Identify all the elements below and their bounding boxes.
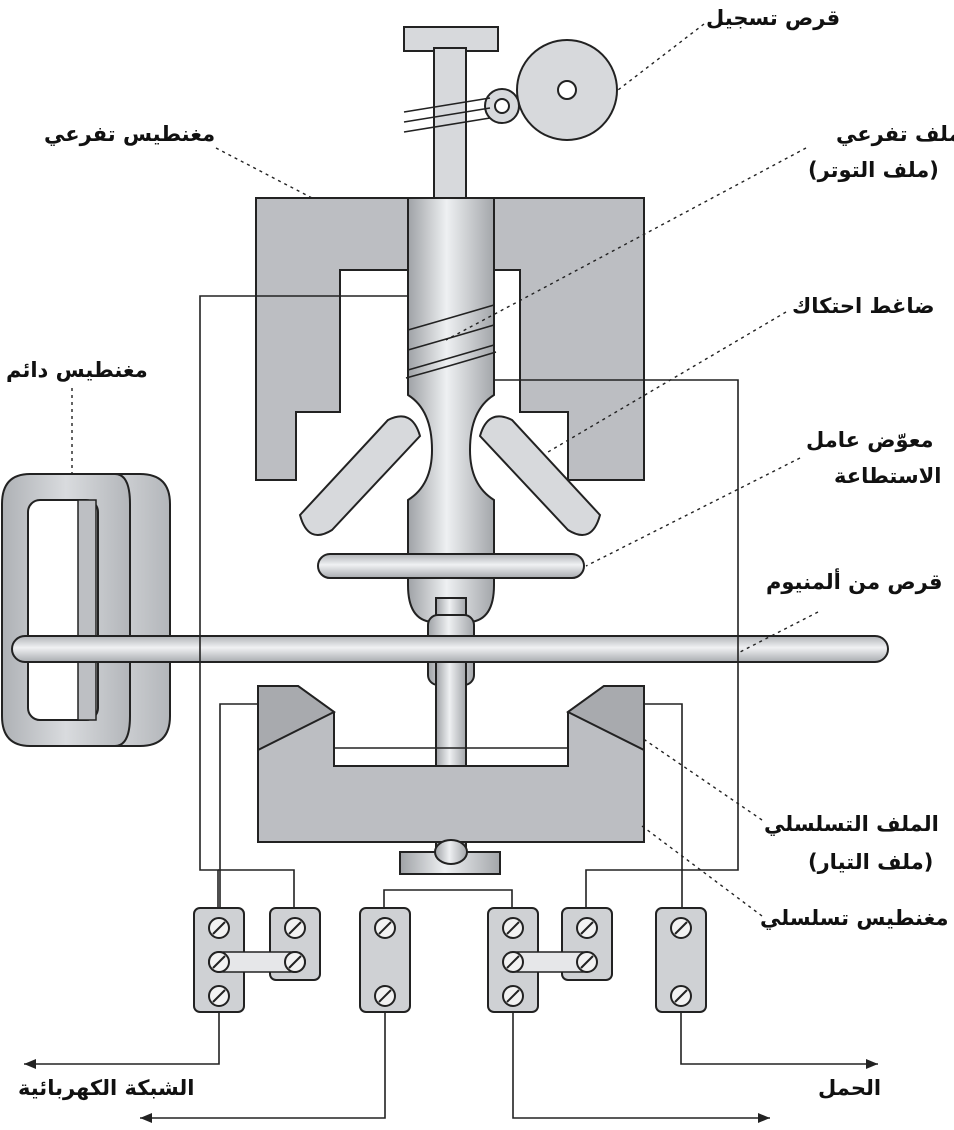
power-factor-compensator (317, 553, 585, 579)
label-series-magnet: مغنطيس تسلسلي (760, 906, 949, 930)
shunt-coil (405, 304, 497, 379)
label-permanent-magnet: مغنطيس دائم (6, 358, 148, 382)
label-current-coil: (ملف التيار) (808, 850, 934, 874)
shunt-magnet (255, 197, 645, 481)
grid-leads (24, 1012, 386, 1123)
permanent-magnet (1, 473, 171, 747)
label-shunt-coil: ملف تفرعي (836, 122, 954, 146)
wiring (199, 295, 739, 908)
recording-disc-assembly (403, 39, 618, 141)
friction-press (298, 415, 602, 536)
top-spindle (403, 26, 499, 209)
terminal-block (193, 907, 707, 1013)
label-shunt-magnet: مغنطيس تفرعي (44, 122, 216, 146)
label-grid: الشبكة الكهربائية (18, 1076, 195, 1100)
label-power-compensator-2: الاستطاعة (834, 464, 942, 488)
label-aluminum-disc: قرص من ألمنيوم (766, 570, 943, 594)
series-magnet (257, 685, 645, 843)
leader-lines (71, 23, 819, 917)
label-power-compensator-1: معوّض عامل (806, 428, 934, 452)
label-voltage-coil: (ملف التوتر) (808, 158, 939, 182)
aluminum-disc (11, 635, 889, 663)
label-friction-press: ضاغط احتكاك (792, 294, 935, 318)
bottom-bearing (399, 839, 501, 875)
label-recording-disc: قرص تسجيل (706, 6, 841, 30)
label-series-coil: الملف التسلسلي (764, 812, 939, 836)
label-load: الحمل (818, 1076, 882, 1100)
load-leads (512, 1012, 878, 1123)
